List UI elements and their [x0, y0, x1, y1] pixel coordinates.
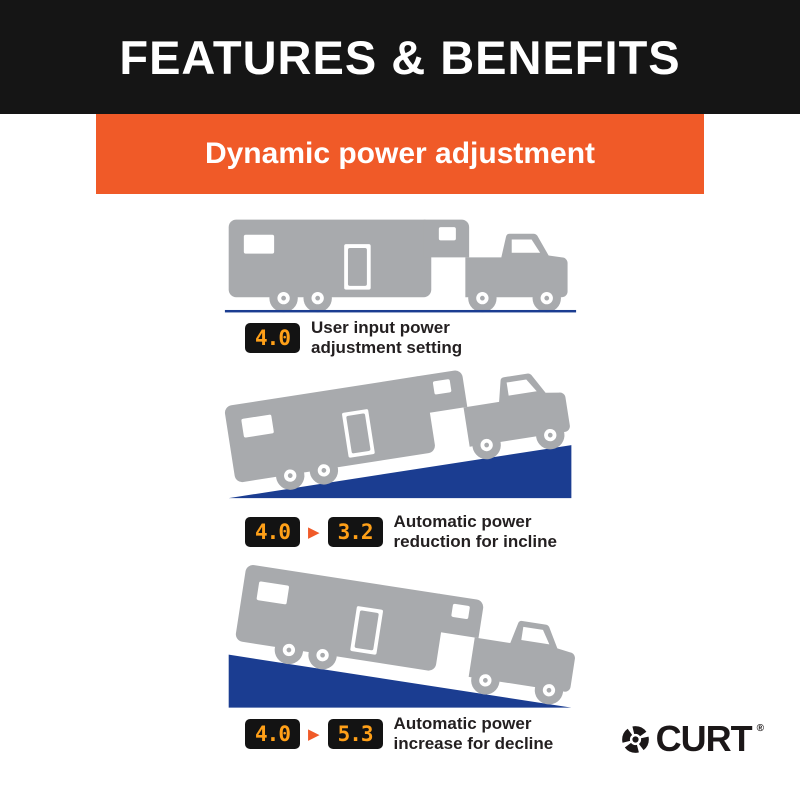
arrow-right-icon: ▶: [308, 523, 320, 541]
header-banner: FEATURES & BENEFITS: [0, 0, 800, 114]
arrow-right-icon: ▶: [308, 725, 320, 743]
power-display-badge: 4.0: [245, 517, 300, 547]
caption-incline: Automatic power reduction for incline: [393, 512, 557, 551]
legend-flat: 4.0 User input power adjustment setting: [245, 318, 462, 358]
curt-logo-icon: [621, 725, 649, 753]
subheader-title: Dynamic power adjustment: [204, 137, 596, 170]
page-title: FEATURES & BENEFITS: [119, 30, 681, 84]
power-display-value: 4.0: [255, 325, 291, 350]
subheader-banner: Dynamic power adjustment: [96, 114, 704, 194]
truck-trailer-incline-illustration: [223, 358, 574, 499]
incline-ramp: [228, 445, 572, 499]
power-display-value: 3.2: [337, 519, 374, 544]
power-display-badge: 5.3: [327, 719, 383, 749]
curt-logo-text: CURT: [655, 718, 753, 759]
curt-logo: CURT ®: [620, 721, 764, 757]
power-display-badge: 3.2: [327, 517, 383, 547]
legend-decline: 4.0 ▶ 5.3 Automatic power increase for d…: [245, 714, 553, 754]
ground-line: [224, 309, 577, 313]
truck-trailer-flat-illustration: [224, 219, 577, 313]
truck-trailer-decline-illustration: [228, 563, 578, 708]
power-display-value: 5.3: [337, 721, 374, 746]
legend-incline: 4.0 ▶ 3.2 Automatic power reduction for …: [245, 512, 557, 552]
power-display-badge: 4.0: [245, 719, 300, 749]
caption-decline: Automatic power increase for decline: [393, 714, 554, 753]
caption-flat: User input power adjustment setting: [311, 318, 463, 357]
power-display-value: 4.0: [255, 519, 291, 544]
registered-mark: ®: [756, 723, 764, 734]
truck-trailer-silhouette: [228, 219, 568, 313]
power-display-badge: 4.0: [245, 323, 300, 353]
power-display-value: 4.0: [255, 721, 291, 746]
